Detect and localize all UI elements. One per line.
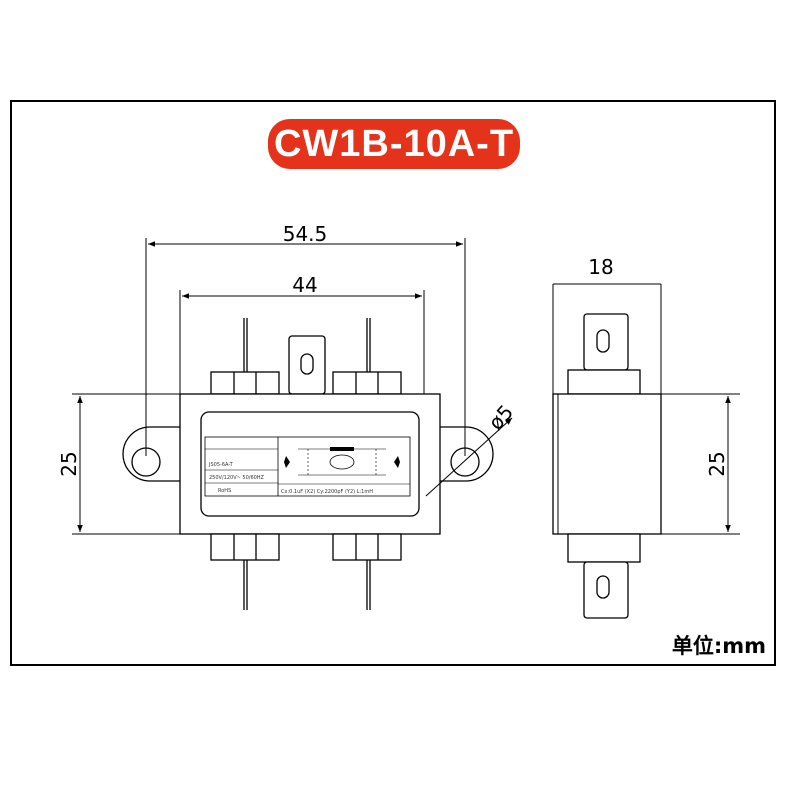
dimension-54-5	[145, 238, 466, 456]
dimension-25-side	[661, 393, 740, 535]
dim-25-side-label: 25	[705, 451, 729, 476]
top-pins	[210, 318, 402, 395]
dimension-hole	[425, 417, 513, 497]
svg-text:JS05-6A-T: JS05-6A-T	[208, 462, 234, 468]
svg-text:RoHS: RoHS	[218, 488, 231, 494]
drawing-frame	[10, 100, 776, 666]
svg-text:250V/120V~ 50/60HZ: 250V/120V~ 50/60HZ	[209, 475, 265, 481]
dim-44-label: 44	[292, 273, 317, 297]
dimension-18	[552, 283, 662, 394]
bottom-pins	[210, 533, 402, 610]
model-title-badge: CW1B-10A-T	[268, 119, 520, 169]
dim-25-front-label: 25	[57, 451, 81, 476]
dimension-25-front	[72, 393, 180, 535]
mounting-ears	[122, 426, 494, 482]
dim-54-5-label: 54.5	[283, 222, 328, 246]
side-view	[552, 313, 662, 619]
label-plate: JS05-6A-T 250V/120V~ 50/60HZ RoHS Cx:0.1…	[204, 436, 411, 497]
dim-18-label: 18	[588, 255, 613, 279]
front-view: JS05-6A-T 250V/120V~ 50/60HZ RoHS Cx:0.1…	[122, 318, 494, 610]
unit-label: 单位:mm	[671, 634, 766, 658]
label-plate-frame	[200, 411, 420, 517]
svg-text:Cx:0.1uF (X2) Cy:2200pF (Y2) L: Cx:0.1uF (X2) Cy:2200pF (Y2) L:1mH	[281, 489, 373, 495]
dim-hole-label: ø5	[484, 400, 519, 435]
dimension-44	[179, 290, 425, 394]
